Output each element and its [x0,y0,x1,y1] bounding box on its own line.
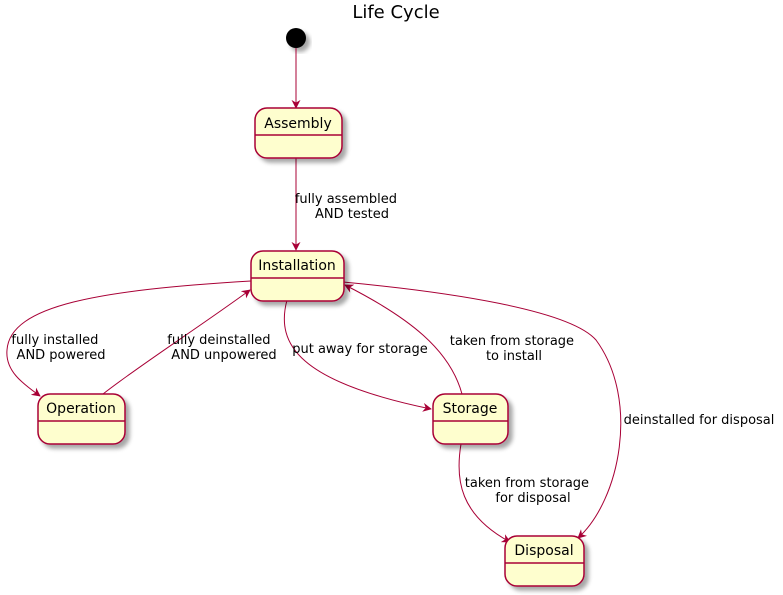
initial-state-dot [286,28,306,48]
label-installation-to-storage: put away for storage [292,342,428,357]
edge-installation-to-operation [6,280,252,397]
state-assembly-label: Assembly [264,116,331,132]
edge-storage-to-disposal [458,443,511,543]
state-installation: Installation [250,250,345,302]
diagram-title: Life Cycle [352,2,439,23]
state-operation-label: Operation [46,401,116,417]
state-storage: Storage [432,393,509,445]
label-storage-to-disposal: taken from storage for disposal [465,476,593,506]
label-assembly-to-installation: fully assembled AND tested [295,192,401,222]
edge-installation-to-storage [283,299,432,412]
edge-installation-to-disposal [342,281,622,539]
state-assembly: Assembly [254,107,343,159]
state-operation: Operation [37,393,126,445]
label-storage-to-installation: taken from storage to install [450,334,578,364]
label-installation-to-operation: fully installed AND powered [11,333,105,363]
state-disposal-label: Disposal [514,543,573,559]
state-disposal: Disposal [504,535,585,587]
state-installation-label: Installation [258,258,336,274]
label-operation-to-installation: fully deinstalled AND unpowered [167,333,276,363]
edge-storage-to-installation [344,284,463,395]
label-installation-to-disposal: deinstalled for disposal [624,413,775,428]
edge-operation-to-installation [102,289,251,395]
state-storage-label: Storage [443,401,498,417]
